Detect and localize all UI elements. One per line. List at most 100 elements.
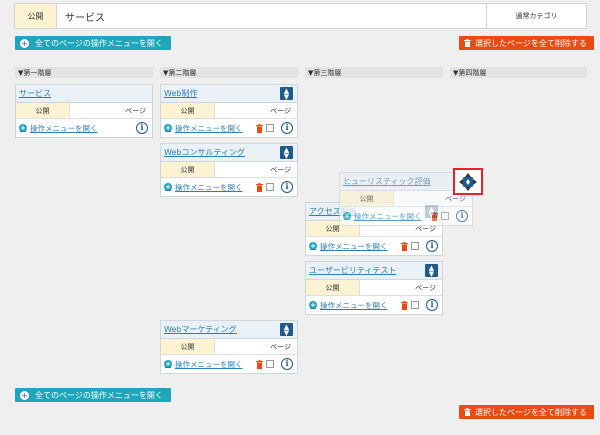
open-menu-link[interactable]: +操作メニューを開く <box>164 123 256 134</box>
open-all-menus-button-bottom[interactable]: + 全てのページの操作メニューを開く <box>15 388 171 402</box>
info-icon[interactable]: i <box>136 122 148 134</box>
trash-icon <box>464 39 471 47</box>
category-status: 公開 <box>15 4 57 28</box>
drag-move-handle[interactable] <box>453 168 483 195</box>
card-title-link[interactable]: ユーザービリティテスト <box>309 266 397 275</box>
card-status: 公開 <box>161 162 215 177</box>
card-type: ページ <box>415 283 436 292</box>
select-checkbox[interactable] <box>266 183 274 191</box>
trash-icon[interactable] <box>401 300 408 310</box>
card-title-link[interactable]: アクセス解析 <box>309 207 357 216</box>
info-icon[interactable]: i <box>281 122 293 134</box>
category-type: 通常カテゴリ <box>486 4 586 28</box>
info-icon[interactable]: i <box>456 210 468 222</box>
card-title-link[interactable]: Web制作 <box>164 89 198 98</box>
info-icon[interactable]: i <box>281 358 293 370</box>
open-menu-link[interactable]: +操作メニューを開く <box>343 211 431 222</box>
open-all-menus-button-top[interactable]: + 全てのページの操作メニューを開く <box>15 36 171 50</box>
delete-selected-label: 選択したページを全て削除する <box>475 38 587 48</box>
card-info-row: 公開 ページ <box>161 339 297 355</box>
page-card-web-production: Web制作 ▲▼ 公開 ページ +操作メニューを開く i <box>160 84 298 138</box>
card-type: ページ <box>415 224 436 233</box>
drag-handle-icon[interactable]: ▲▼ <box>280 146 293 159</box>
trash-icon <box>464 408 471 416</box>
plus-circle-icon: + <box>343 212 351 220</box>
trash-icon[interactable] <box>431 211 438 221</box>
open-menu-label: 操作メニューを開く <box>320 300 388 310</box>
card-title-link[interactable]: ヒューリスティック評価 <box>343 177 431 186</box>
card-footer: +操作メニューを開く i <box>340 207 472 225</box>
delete-selected-button-top[interactable]: 選択したページを全て削除する <box>459 36 594 50</box>
category-title: サービス <box>65 12 105 24</box>
page-card-web-consulting: Webコンサルティング ▲▼ 公開 ページ +操作メニューを開く i <box>160 143 298 197</box>
card-title-link[interactable]: Webマーケティング <box>164 325 237 334</box>
trash-icon[interactable] <box>256 359 263 369</box>
card-info-row: 公開 ページ <box>16 103 152 119</box>
open-menu-link[interactable]: +操作メニューを開く <box>309 300 401 311</box>
open-menu-link[interactable]: +操作メニューを開く <box>309 241 401 252</box>
select-checkbox[interactable] <box>266 360 274 368</box>
page-card-usability-test: ユーザービリティテスト ▲▼ 公開 ページ +操作メニューを開く i <box>305 261 443 315</box>
open-all-menus-label: 全てのページの操作メニューを開く <box>35 390 163 400</box>
open-menu-link[interactable]: +操作メニューを開く <box>164 182 256 193</box>
plus-circle-icon: + <box>19 124 27 132</box>
card-header: サービス <box>16 85 152 103</box>
open-menu-link[interactable]: +操作メニューを開く <box>164 359 256 370</box>
select-checkbox[interactable] <box>441 212 449 220</box>
card-title-link[interactable]: サービス <box>19 89 51 98</box>
drag-handle-icon[interactable]: ▲▼ <box>280 323 293 336</box>
open-menu-label: 操作メニューを開く <box>354 211 422 221</box>
plus-circle-icon: + <box>20 38 29 48</box>
plus-circle-icon: + <box>164 124 172 132</box>
card-type: ページ <box>445 194 466 203</box>
info-icon[interactable]: i <box>426 299 438 311</box>
trash-icon[interactable] <box>401 241 408 251</box>
card-info-row: 公開 ページ <box>306 280 442 296</box>
drag-handle-icon[interactable]: ▲▼ <box>425 264 438 277</box>
column-header-level-2: ▼第二階層 <box>160 67 298 78</box>
card-footer: +操作メニューを開く i <box>161 355 297 373</box>
select-checkbox[interactable] <box>266 124 274 132</box>
card-header: ユーザービリティテスト ▲▼ <box>306 262 442 280</box>
open-all-menus-label: 全てのページの操作メニューを開く <box>35 38 163 48</box>
card-type: ページ <box>270 165 291 174</box>
select-checkbox[interactable] <box>411 242 419 250</box>
page-card-service: サービス 公開 ページ +操作メニューを開く i <box>15 84 153 138</box>
card-footer: +操作メニューを開く i <box>306 237 442 255</box>
plus-circle-icon: + <box>164 183 172 191</box>
dragging-page-card-heuristic[interactable]: ヒューリスティック評価 公開 ページ +操作メニューを開く i <box>339 172 473 226</box>
trash-icon[interactable] <box>256 182 263 192</box>
card-footer: +操作メニューを開く i <box>161 119 297 137</box>
column-header-level-1: ▼第一階層 <box>15 67 153 78</box>
card-status: 公開 <box>340 191 394 206</box>
card-type: ページ <box>270 342 291 351</box>
card-status: 公開 <box>161 103 215 118</box>
info-icon[interactable]: i <box>281 181 293 193</box>
page-card-web-marketing: Webマーケティング ▲▼ 公開 ページ +操作メニューを開く i <box>160 320 298 374</box>
open-menu-label: 操作メニューを開く <box>175 182 243 192</box>
open-menu-label: 操作メニューを開く <box>30 123 98 133</box>
plus-circle-icon: + <box>309 301 317 309</box>
delete-selected-button-bottom[interactable]: 選択したページを全て削除する <box>459 405 594 419</box>
card-type: ページ <box>270 106 291 115</box>
select-checkbox[interactable] <box>411 301 419 309</box>
card-header: Webマーケティング ▲▼ <box>161 321 297 339</box>
plus-circle-icon: + <box>164 360 172 368</box>
trash-icon[interactable] <box>256 123 263 133</box>
open-menu-label: 操作メニューを開く <box>320 241 388 251</box>
card-info-row: 公開 ページ <box>161 162 297 178</box>
move-cursor-icon <box>459 172 477 191</box>
card-title-link[interactable]: Webコンサルティング <box>164 148 245 157</box>
card-status: 公開 <box>16 103 70 118</box>
delete-selected-label: 選択したページを全て削除する <box>475 407 587 417</box>
card-header: ヒューリスティック評価 <box>340 173 472 191</box>
open-menu-label: 操作メニューを開く <box>175 359 243 369</box>
card-status: 公開 <box>161 339 215 354</box>
card-header: Web制作 ▲▼ <box>161 85 297 103</box>
drag-handle-icon[interactable]: ▲▼ <box>280 87 293 100</box>
card-type: ページ <box>125 106 146 115</box>
open-menu-link[interactable]: +操作メニューを開く <box>19 123 136 134</box>
info-icon[interactable]: i <box>426 240 438 252</box>
card-status: 公開 <box>306 280 360 295</box>
column-header-level-4: ▼第四階層 <box>450 67 587 78</box>
